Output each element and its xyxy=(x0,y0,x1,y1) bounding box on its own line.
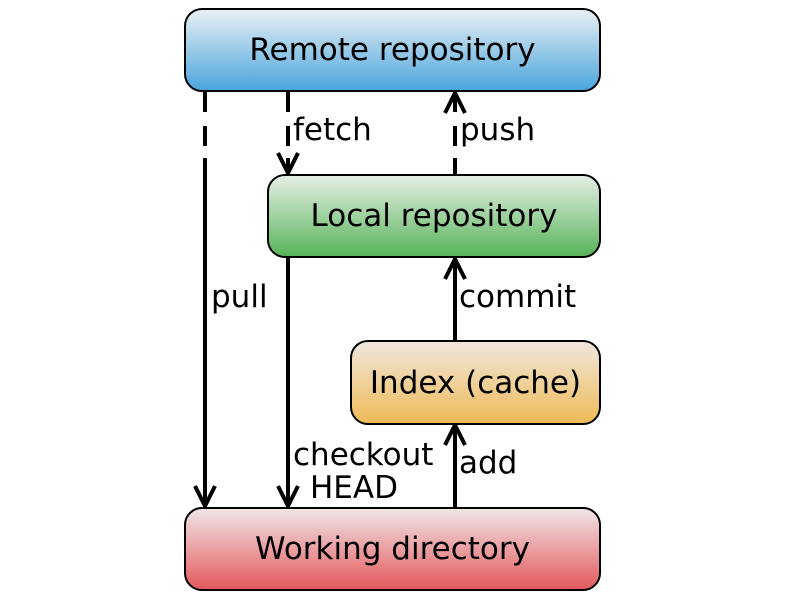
push-arrowhead xyxy=(443,88,467,114)
add-arrowhead xyxy=(443,420,467,446)
remote-repository-label: Remote repository xyxy=(249,32,536,68)
checkout-label: checkout xyxy=(293,437,434,473)
local-repository-label: Local repository xyxy=(310,198,558,234)
add-label: add xyxy=(459,445,518,481)
fetch-label: fetch xyxy=(293,112,372,148)
head-label: HEAD xyxy=(310,470,398,506)
index-cache-label: Index (cache) xyxy=(369,364,582,401)
local-repository-box: Local repository xyxy=(267,174,601,258)
commit-label: commit xyxy=(459,279,577,315)
fetch-arrowhead xyxy=(276,152,300,178)
pull-label: pull xyxy=(211,279,268,315)
remote-repository-box: Remote repository xyxy=(184,8,601,92)
working-directory-box: Working directory xyxy=(184,507,601,591)
pull-arrowhead xyxy=(193,485,217,511)
index-cache-box: Index (cache) xyxy=(350,340,601,425)
push-label: push xyxy=(460,112,536,148)
checkout-arrowhead xyxy=(276,485,300,511)
working-directory-label: Working directory xyxy=(255,531,530,567)
commit-arrowhead xyxy=(443,254,467,280)
